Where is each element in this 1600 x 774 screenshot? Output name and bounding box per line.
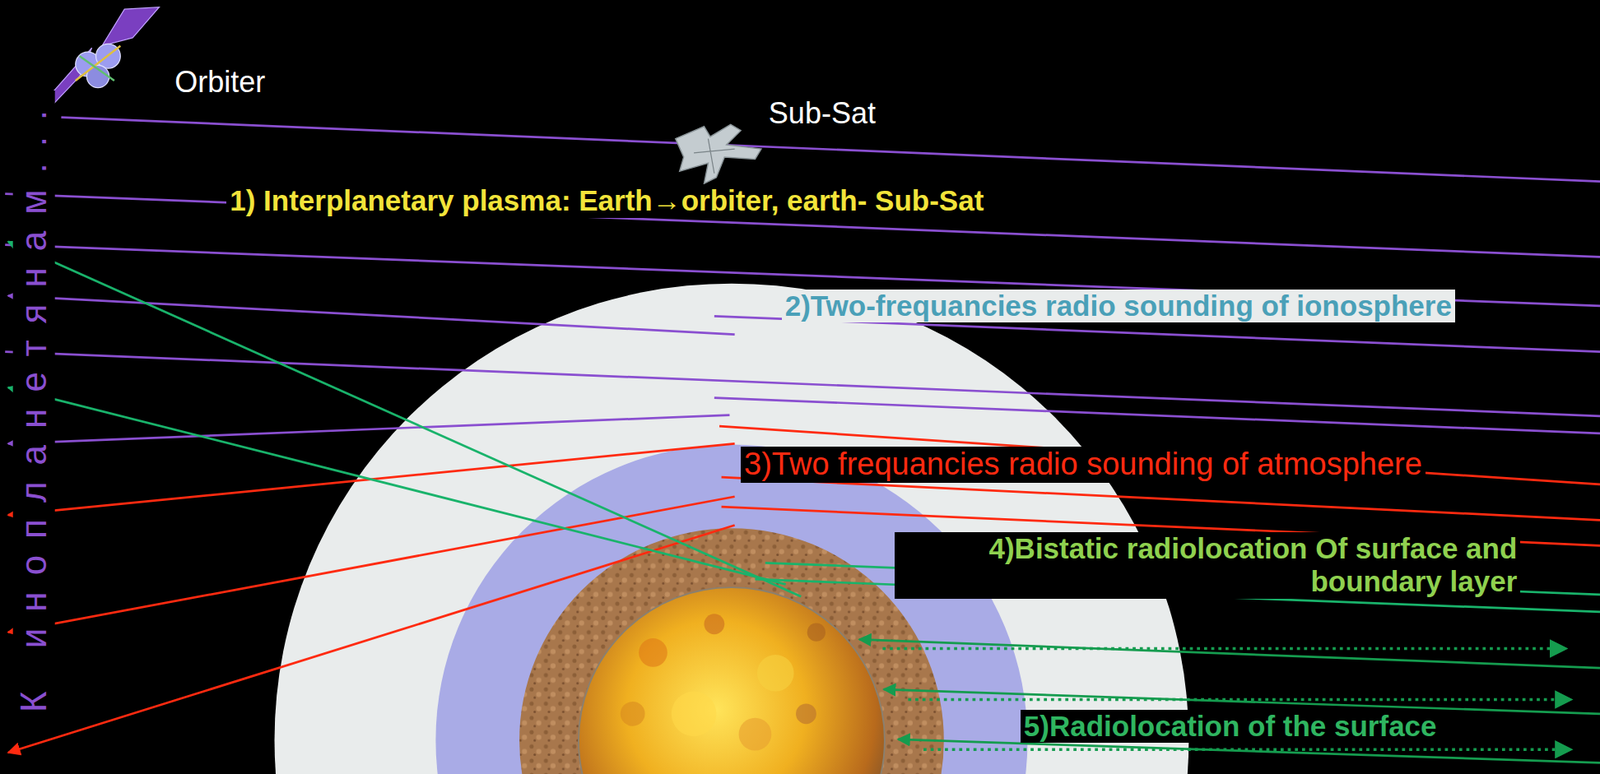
surface-spot [807,623,826,642]
radio-rays [4,117,1600,764]
radio-ray [4,352,1600,417]
vertical-message: К инопланетянам... [13,90,56,717]
experiment-label: 1) Interplanetary plasma: Earth→orbiter,… [226,184,987,218]
surface-spot [757,655,795,693]
experiment-label: 3)Two frequancies radio sounding of atmo… [740,446,1426,484]
surface-spot [671,692,717,738]
radio-ray [8,241,801,597]
radio-ray [714,398,1600,434]
experiment-label: 4)Bistatic radiolocation Of surface and … [894,532,1521,600]
experiment-label: 2)Two-frequancies radio sounding of iono… [781,289,1456,323]
venus-surface [578,587,885,774]
radio-ray [923,748,1572,752]
radio-ray [8,387,787,585]
spacecraft-label: Sub-Sat [765,96,880,131]
surface-spot [703,613,725,635]
radio-ray [882,647,1567,652]
radio-ray [8,525,735,753]
radio-ray [8,415,731,445]
radio-ray [719,426,1600,485]
radio-ray [859,639,1600,669]
surface-spot [638,638,668,668]
sub-sat-icon [675,124,762,184]
radio-ray [8,296,735,335]
orbiter-icon [41,7,160,118]
surface-spot [795,703,817,725]
spacecraft-label: Orbiter [171,65,269,99]
surface-spot [739,718,773,752]
atmosphere-band [435,445,1028,774]
experiment-label: 5)Radiolocation of the surface [1020,710,1441,744]
surface-spot [620,702,646,727]
radio-ray [907,698,1572,703]
surface-texture [620,613,826,751]
